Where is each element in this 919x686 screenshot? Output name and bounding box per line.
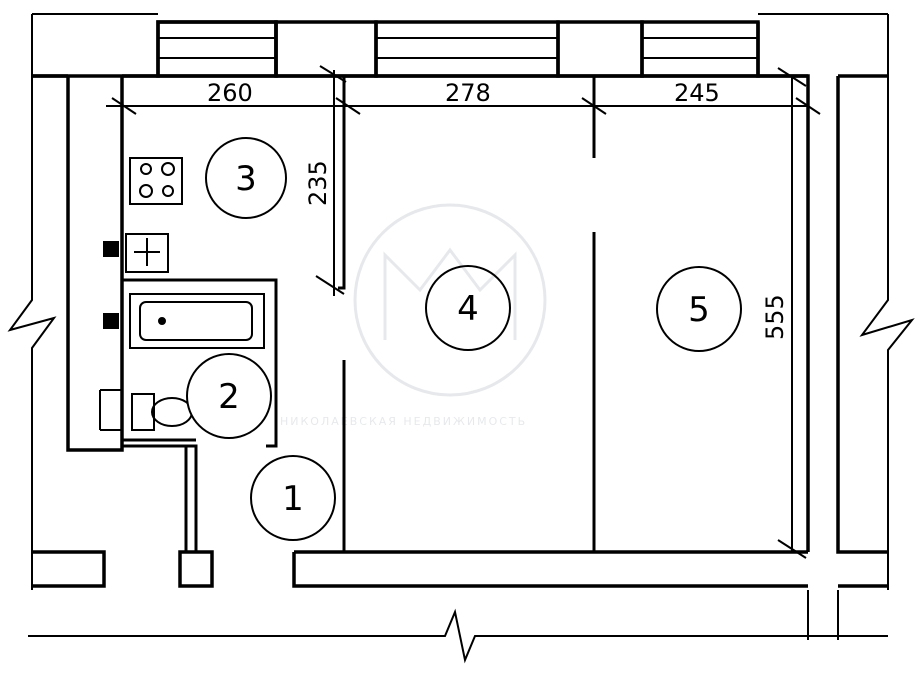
dimension-kitchen-depth: 235 bbox=[304, 160, 332, 206]
watermark-text: НИКОЛАЕВСКАЯ НЕДВИЖИМОСТЬ bbox=[280, 415, 527, 428]
room-number-room4: 4 bbox=[457, 289, 479, 329]
room-number-room5: 5 bbox=[688, 290, 710, 330]
room-marker-kitchen: 3 bbox=[205, 137, 287, 219]
dimension-room5-width: 245 bbox=[674, 79, 720, 107]
stove-icon bbox=[129, 157, 183, 205]
room-number-hall: 1 bbox=[282, 479, 304, 519]
watermark: НИКОЛАЕВСКАЯ НЕДВИЖИМОСТЬ bbox=[280, 203, 547, 428]
bathtub-icon bbox=[103, 293, 265, 349]
walls bbox=[32, 20, 888, 588]
dimension-room5-depth: 555 bbox=[761, 294, 789, 340]
dimension-kitchen-width: 260 bbox=[207, 79, 253, 107]
dimension-lines bbox=[106, 65, 821, 559]
room-marker-hall: 1 bbox=[250, 455, 336, 541]
room-number-kitchen: 3 bbox=[235, 159, 257, 199]
room-number-bathroom: 2 bbox=[218, 377, 240, 417]
room-marker-room4: 4 bbox=[425, 265, 511, 351]
outer-frame bbox=[7, 13, 915, 664]
room-marker-bathroom: 2 bbox=[186, 353, 272, 439]
sink-icon bbox=[103, 233, 169, 273]
room-marker-room5: 5 bbox=[656, 266, 742, 352]
toilet-icon bbox=[99, 389, 193, 431]
partitions bbox=[122, 76, 596, 552]
window-lines bbox=[158, 37, 758, 59]
dimension-room4-width: 278 bbox=[445, 79, 491, 107]
